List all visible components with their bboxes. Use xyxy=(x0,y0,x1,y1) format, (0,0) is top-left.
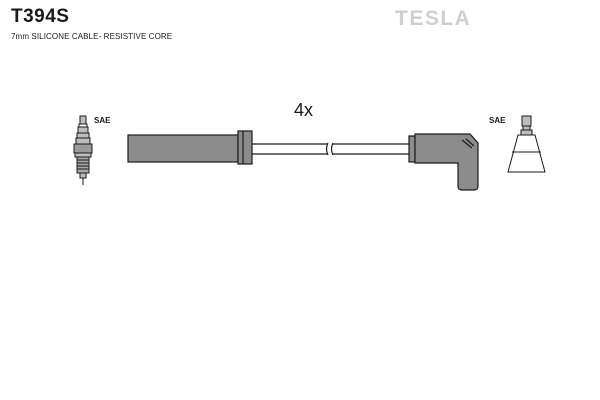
spark-plug-rib-1 xyxy=(77,126,89,134)
spark-plug-icon xyxy=(73,115,93,185)
straight-boot xyxy=(127,130,253,165)
angled-boot-ring xyxy=(408,135,416,163)
straight-boot-body xyxy=(127,134,239,163)
spark-plug-insulator xyxy=(75,137,91,145)
spark-plug-rib-2 xyxy=(76,132,90,139)
spark-plug-hex-nut xyxy=(73,143,93,154)
connector-terminal-cap xyxy=(521,115,532,127)
brand-logo-text: TESLA xyxy=(395,7,472,30)
connector-cone xyxy=(507,134,546,173)
spark-plug-gasket xyxy=(74,152,92,158)
left-connector-label: SAE xyxy=(94,116,111,125)
quantity-label: 4x xyxy=(294,100,314,120)
cable-break-left xyxy=(325,142,329,156)
cable-break-right xyxy=(330,142,334,156)
angled-boot xyxy=(408,133,479,191)
connector-terminal-base xyxy=(520,129,533,136)
spark-plug-electrode xyxy=(79,172,87,179)
spark-plug-terminal xyxy=(79,115,87,125)
straight-boot-collar xyxy=(237,130,253,165)
right-connector-label: SAE xyxy=(489,116,506,125)
part-number-title: T394S xyxy=(11,6,70,27)
angled-boot-body xyxy=(414,133,479,191)
cable-description: 7mm SILICONE CABLE- RESISTIVE CORE xyxy=(11,32,173,41)
ignition-cable xyxy=(252,142,410,156)
distributor-connector-icon xyxy=(507,115,546,173)
angled-boot-ridges xyxy=(461,138,475,149)
connector-terminal-neck xyxy=(522,125,531,131)
spark-plug-thread xyxy=(76,156,90,174)
